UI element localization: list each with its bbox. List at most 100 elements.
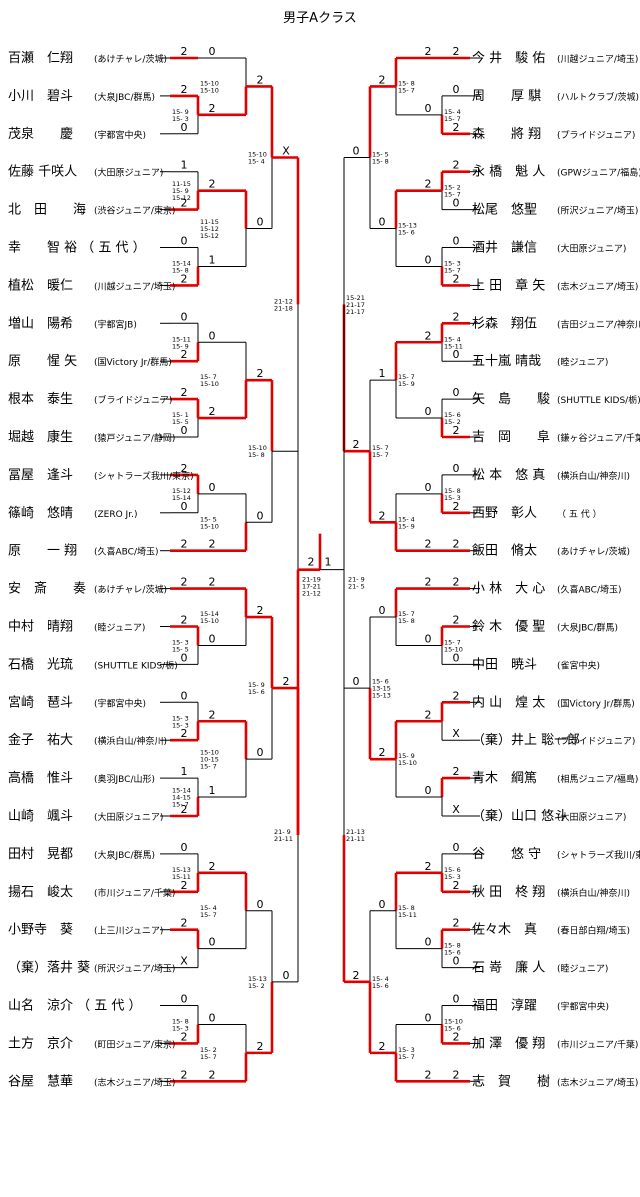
left-set-score: 15- 7 — [200, 1053, 217, 1061]
left-game-wins: 2 — [181, 538, 188, 551]
right-player-name: 加 澤 優 翔 — [472, 1036, 545, 1051]
right-set-score: 15-13 — [372, 692, 391, 700]
left-set-score: 15- 4 — [248, 157, 265, 165]
right-game-wins: 2 — [425, 329, 432, 342]
final-right-score: 21- 9 — [348, 576, 365, 584]
right-player-name: 吉 岡 阜 — [472, 429, 550, 445]
left-set-score: 21-18 — [274, 304, 293, 312]
right-player-club: (吉田ジュニア/神奈川) — [557, 318, 640, 330]
right-set-score: 15- 8 — [444, 942, 461, 950]
left-player-name: 山崎 颯斗 — [8, 809, 73, 824]
right-player-club: (大田原ジュニア) — [557, 811, 626, 823]
left-player-name: 堀越 康生 — [8, 429, 73, 445]
right-player-club: (春日部白翔/埼玉) — [557, 925, 630, 937]
right-game-wins: 0 — [425, 632, 432, 645]
left-player-name: 土方 京介 — [8, 1035, 73, 1051]
left-player-club: (あけチャレ/茨城) — [94, 53, 167, 65]
right-player-name: 谷 悠 守 — [472, 847, 541, 862]
right-set-score: 15- 9 — [398, 752, 415, 760]
right-player-name: 森 將 翔 — [472, 127, 541, 142]
right-player-club: (志木ジュニア/埼玉) — [557, 280, 638, 292]
right-set-score: 15- 7 — [444, 266, 461, 274]
right-player-club: (市川ジュニア/千葉) — [557, 1038, 638, 1050]
right-player-name: 矢 島 駿 — [472, 392, 550, 407]
right-set-score: 21-13 — [346, 828, 365, 836]
right-game-wins: 2 — [453, 159, 460, 172]
right-set-score: 15- 7 — [398, 86, 415, 94]
left-game-wins: 0 — [209, 936, 216, 949]
left-player-club: (国Victory Jr/群馬) — [94, 356, 172, 368]
left-player-club: (大泉JBC/群馬) — [94, 91, 155, 103]
left-game-wins: 0 — [181, 841, 188, 854]
left-game-wins: 2 — [181, 348, 188, 361]
left-player-club: (市川ジュニア/千葉) — [94, 887, 175, 899]
right-player-club: (大田原ジュニア) — [557, 243, 626, 255]
right-player-name: 福田 淳躍 — [472, 998, 537, 1014]
left-player-name: 安 斎 奏 — [8, 581, 86, 597]
left-player-name: 篠崎 悠晴 — [8, 506, 73, 521]
right-set-score: 15- 6 — [372, 678, 389, 686]
right-player-club: (横浜白山/神奈川) — [557, 470, 630, 482]
left-game-wins: 1 — [181, 765, 188, 778]
left-player-club: (猿戸ジュニア/静岡) — [94, 432, 175, 444]
right-game-wins: 0 — [453, 841, 460, 854]
left-player-club: (川越ジュニア/埼玉) — [94, 280, 175, 292]
left-game-wins: 2 — [209, 538, 216, 551]
right-game-wins: 0 — [453, 348, 460, 361]
right-set-score: 15- 5 — [372, 150, 389, 158]
left-player-name: 小川 碧斗 — [8, 89, 73, 104]
right-player-name: 上 田 章 矢 — [472, 277, 545, 293]
left-set-score: 15- 5 — [200, 515, 217, 523]
right-player-club: (横浜白山/神奈川) — [557, 887, 630, 899]
right-game-wins: 0 — [453, 462, 460, 475]
right-set-score: 15- 7 — [398, 1053, 415, 1061]
right-set-score: 15-10 — [444, 645, 463, 653]
left-game-wins: 0 — [181, 500, 188, 513]
right-set-score: 15- 9 — [398, 522, 415, 530]
left-game-wins: 2 — [283, 675, 290, 688]
right-player-name: （棄）山口 悠斗 — [472, 809, 567, 824]
right-game-wins: 0 — [425, 253, 432, 266]
left-player-name: 山名 涼介 （ 五 代 ） — [8, 998, 142, 1014]
right-game-wins: 2 — [453, 879, 460, 892]
left-player-club: (SHUTTLE KIDS/栃) — [94, 659, 178, 671]
left-game-wins: 2 — [181, 1068, 188, 1081]
right-game-wins: 2 — [453, 689, 460, 702]
left-player-name: 原 惺 矢 — [8, 354, 77, 369]
left-set-score: 11-15 — [200, 218, 219, 226]
left-player-name: 茂泉 慶 — [8, 126, 73, 142]
right-game-wins: X — [452, 727, 460, 740]
left-set-score: 15-14 — [172, 259, 191, 267]
right-set-score: 15-21 — [346, 294, 365, 302]
right-set-score: 15- 7 — [372, 451, 389, 459]
right-player-name: 松 本 悠 真 — [472, 468, 545, 483]
left-game-wins: 2 — [181, 45, 188, 58]
right-player-club: (鎌ヶ谷ジュニア/千葉) — [557, 432, 640, 444]
right-player-name: 松尾 悠聖 — [472, 203, 537, 218]
right-game-wins: 0 — [425, 405, 432, 418]
right-game-wins: 0 — [425, 784, 432, 797]
right-game-wins: 2 — [379, 1040, 386, 1053]
right-game-wins: 2 — [453, 310, 460, 323]
left-player-name: 北 田 海 — [8, 203, 86, 218]
right-set-score: 15- 6 — [398, 229, 415, 237]
right-player-club: (シャトラーズ我川/東京) — [557, 849, 640, 861]
right-game-wins: 0 — [453, 83, 460, 96]
right-game-wins: 2 — [453, 538, 460, 551]
left-player-club: (睦ジュニア) — [94, 622, 145, 634]
left-set-score: 21- 9 — [274, 828, 291, 836]
left-set-score: 15-13 — [248, 975, 267, 983]
left-game-wins: 0 — [283, 969, 290, 982]
left-set-score: 15- 5 — [172, 418, 189, 426]
right-game-wins: 2 — [425, 576, 432, 589]
left-game-wins: 2 — [181, 576, 188, 589]
right-player-club: (プライドジュニア) — [557, 130, 635, 141]
left-set-score: 15- 7 — [200, 763, 217, 771]
left-set-score: 15- 2 — [200, 1046, 217, 1054]
bracket-title: 男子Aクラス — [283, 11, 357, 26]
left-game-wins: 0 — [209, 45, 216, 58]
left-set-score: 15-14 — [172, 494, 191, 502]
right-set-score: 15- 4 — [372, 975, 389, 983]
right-set-score: 15- 6 — [444, 949, 461, 957]
